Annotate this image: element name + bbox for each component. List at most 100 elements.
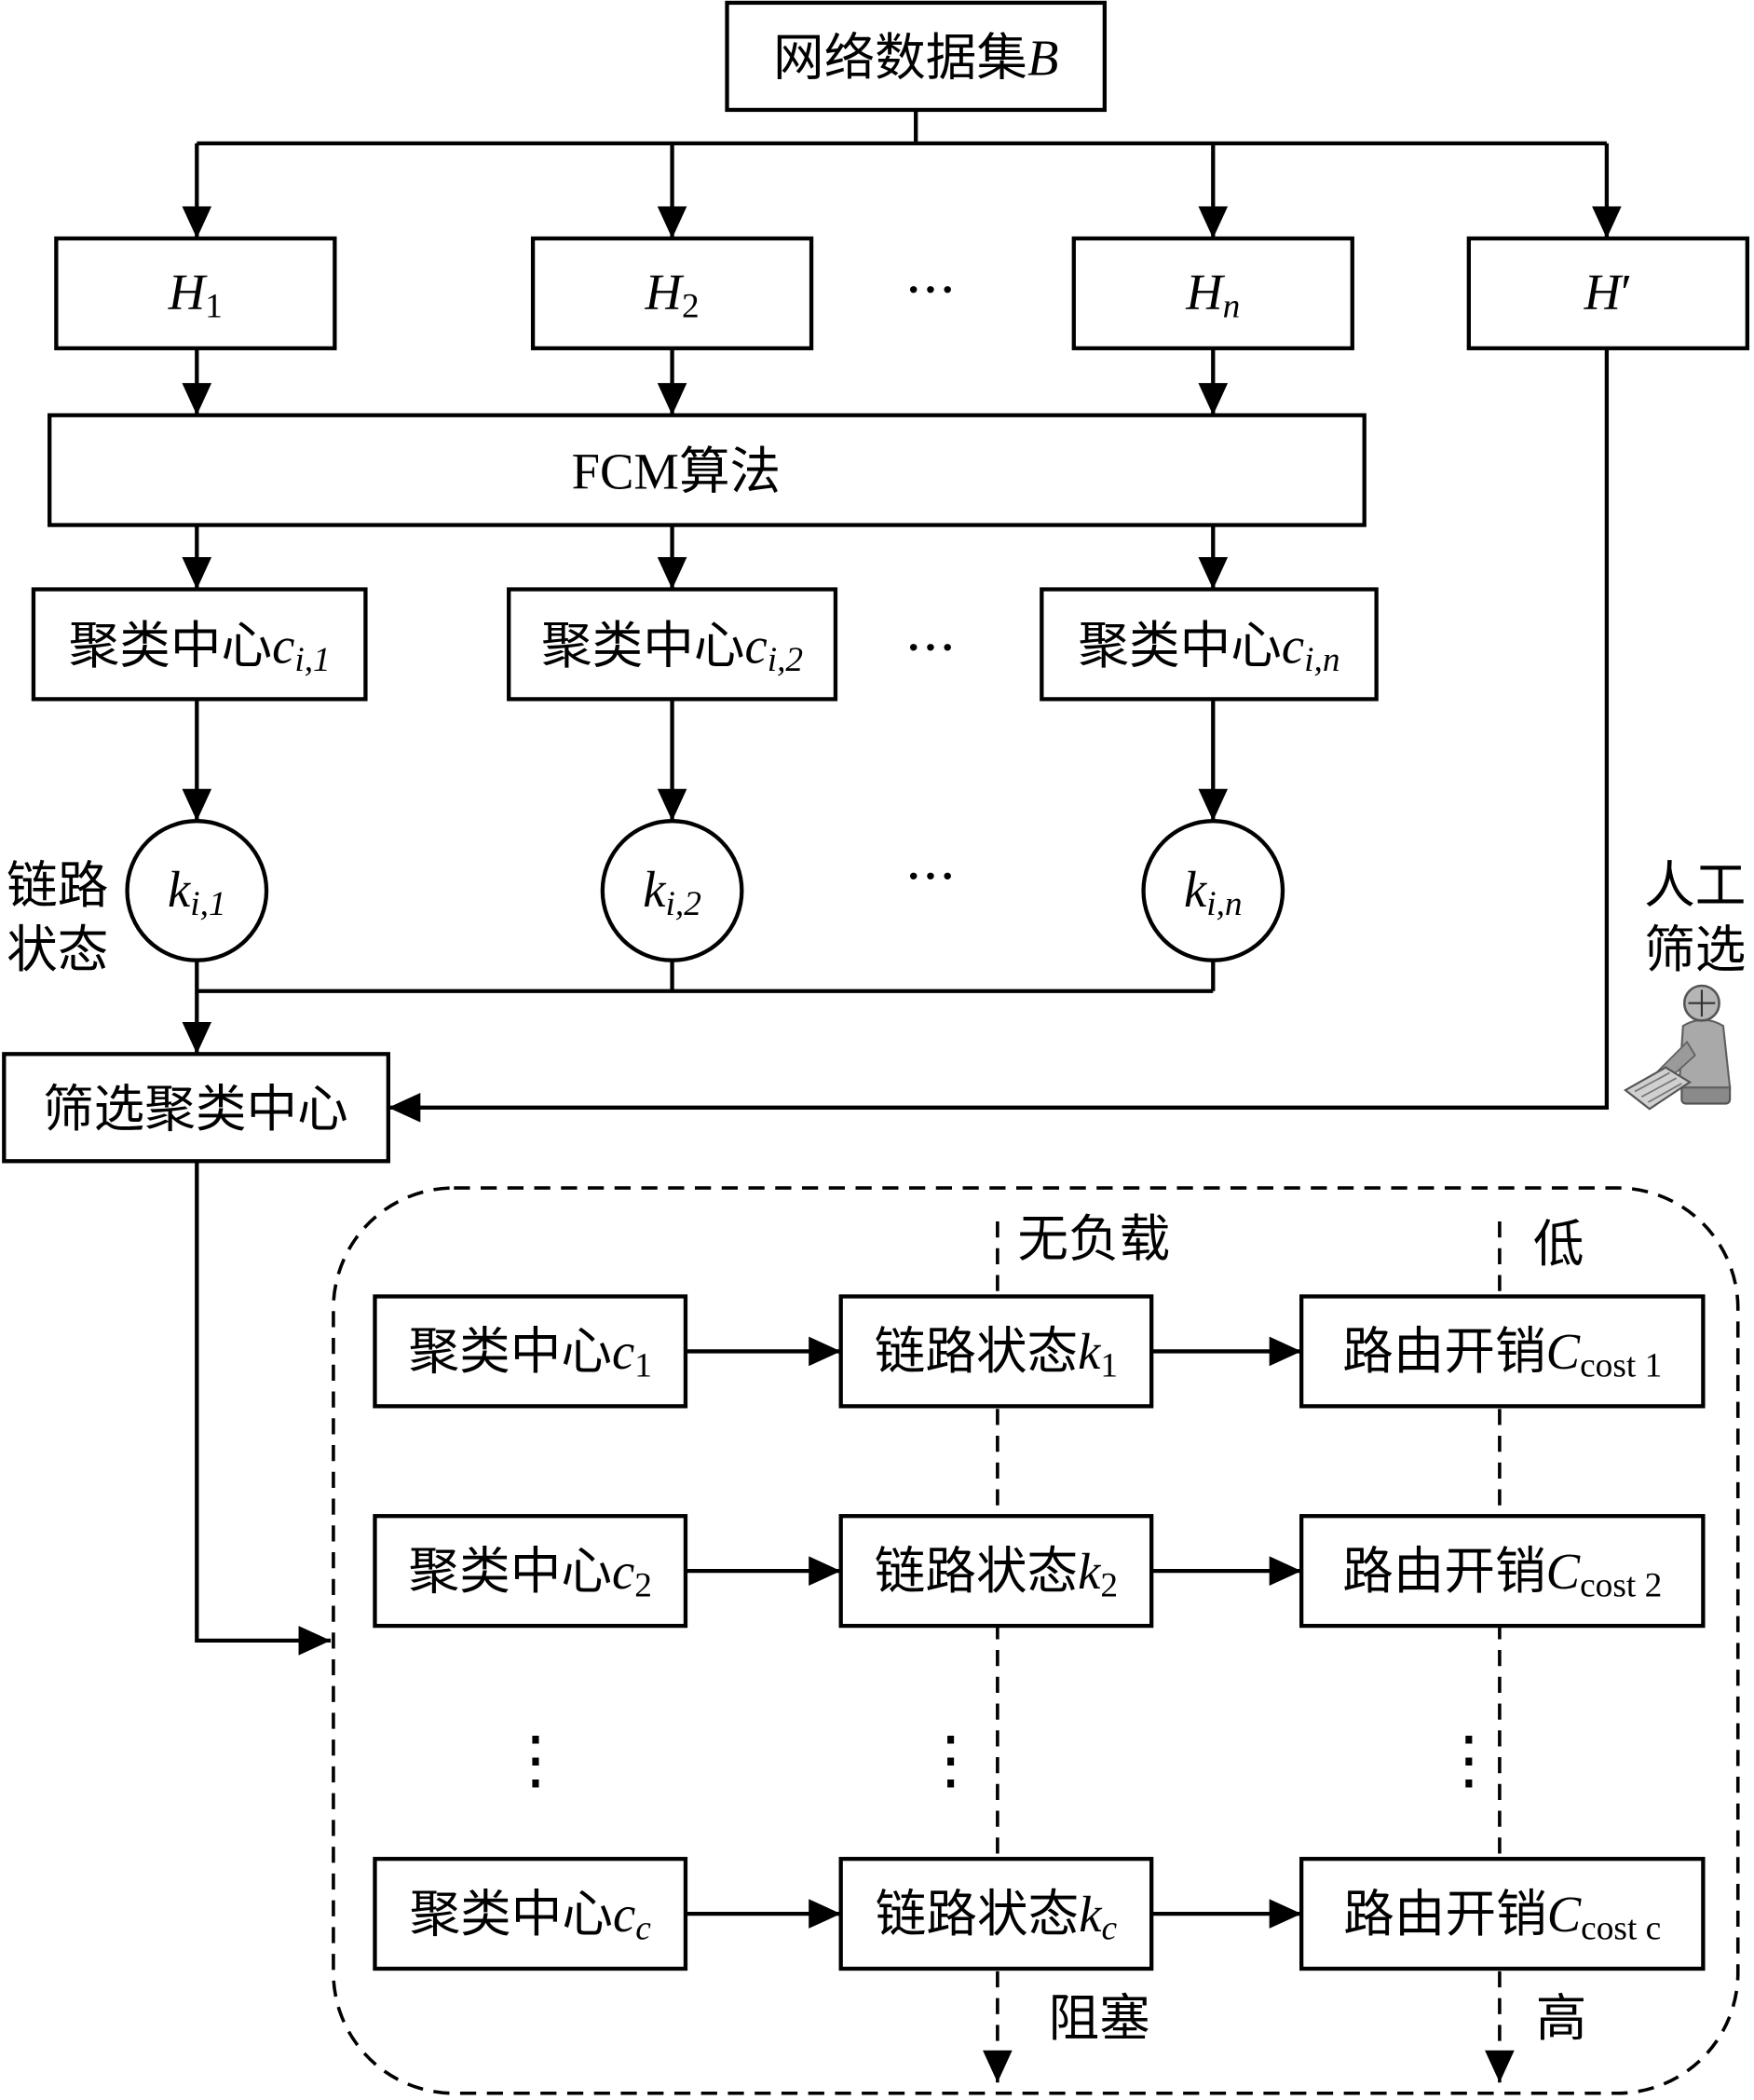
filter-box xyxy=(2,1052,391,1164)
row-c-center-text: 聚类中心 xyxy=(410,1886,613,1943)
row-c-cost-text: 路由开销 xyxy=(1343,1886,1546,1943)
row-1-state-var: k xyxy=(1078,1323,1102,1380)
link-state-circle-1 xyxy=(125,819,269,962)
cluster-center-var-n: c xyxy=(1282,618,1304,675)
cluster-center-box-1 xyxy=(31,587,368,702)
row-2-state-box xyxy=(838,1514,1154,1629)
row-c-center-var: c xyxy=(613,1886,635,1943)
row-2-cost-var: C xyxy=(1546,1543,1581,1600)
person-at-keyboard-icon xyxy=(1624,984,1732,1111)
subset-sub-2: 2 xyxy=(682,288,700,326)
source-var: B xyxy=(1027,30,1058,87)
row-c-center-sub: c xyxy=(635,1909,651,1947)
row-1-cost-sub: cost 1 xyxy=(1580,1347,1662,1385)
link-state-circle-label-1: ki,1 xyxy=(168,861,226,923)
subset-box-prime xyxy=(1466,236,1749,350)
load-scale-bottom-label: 阻塞 xyxy=(1048,1990,1149,2047)
manual-filter-label-line-2: 筛选 xyxy=(1644,921,1746,978)
row-c-cost-sub: cost c xyxy=(1581,1909,1661,1947)
link-state-sub-2: i,2 xyxy=(665,885,700,923)
ellipsis-subsets: ··· xyxy=(905,259,957,321)
cluster-center-sub-2: i,2 xyxy=(768,641,803,679)
subset-var-2: H xyxy=(645,264,685,320)
row-1-center-box xyxy=(373,1294,688,1409)
row-1-center-var: c xyxy=(612,1323,634,1380)
row-1-cost-var: C xyxy=(1546,1323,1581,1380)
vertical-ellipsis-states: ⋮ xyxy=(918,1723,983,1797)
cluster-center-box-2 xyxy=(507,587,838,702)
vertical-ellipsis-costs: ⋮ xyxy=(1436,1723,1501,1797)
cluster-center-label-n: 聚类中心ci,n xyxy=(1078,618,1339,680)
manual-filter-label: 人工筛选 xyxy=(1644,857,1746,978)
person-head-crosshair xyxy=(1688,989,1716,1017)
row-c-cost-label: 路由开销Ccost c xyxy=(1343,1886,1661,1948)
cluster-center-label-2: 聚类中心ci,2 xyxy=(541,618,803,680)
link-state-label-line-2: 状态 xyxy=(7,921,108,978)
row-2-state-var: k xyxy=(1078,1543,1102,1600)
load-scale-top-label: 无负载 xyxy=(1017,1210,1170,1267)
cluster-center-var-2: c xyxy=(744,618,767,675)
fcm-box xyxy=(48,413,1366,527)
row-c-state-sub: c xyxy=(1101,1909,1117,1947)
row-c-center-label: 聚类中心cc xyxy=(410,1886,652,1948)
link-state-var-1: k xyxy=(168,861,192,918)
subset-prime-var: H xyxy=(1584,264,1624,320)
subset-var-n: H xyxy=(1185,264,1225,320)
row-1-state-box xyxy=(838,1294,1154,1409)
row-2-cost-sub: cost 2 xyxy=(1580,1566,1662,1604)
link-state-var-2: k xyxy=(643,861,667,918)
result-row-c: 聚类中心cc 链路状态kc 路由开销Ccost c xyxy=(373,1857,1706,1971)
row-2-state-sub: 2 xyxy=(1100,1566,1118,1604)
filter-label: 筛选聚类中心 xyxy=(43,1081,348,1138)
cluster-center-text-1: 聚类中心 xyxy=(69,618,272,675)
result-row-1: 聚类中心c1 链路状态k1 路由开销Ccost 1 xyxy=(373,1294,1706,1409)
row-2-center-box xyxy=(373,1514,688,1629)
cluster-center-box-n xyxy=(1040,587,1379,702)
row-c-state-var: k xyxy=(1079,1886,1103,1943)
link-state-sub-n: i,n xyxy=(1206,885,1242,923)
row-1-center-label: 聚类中心c1 xyxy=(409,1323,652,1385)
cluster-center-var-1: c xyxy=(272,618,294,675)
cluster-center-label-1: 聚类中心ci,1 xyxy=(69,618,331,680)
arrow-filter-to-results xyxy=(195,1161,332,1656)
row-1-cost-text: 路由开销 xyxy=(1342,1323,1545,1380)
row-2-cost-label: 路由开销Ccost 2 xyxy=(1342,1543,1662,1605)
row-2-center-text: 聚类中心 xyxy=(409,1543,612,1600)
subset-box-2 xyxy=(530,236,814,350)
link-state-circle-label-2: ki,2 xyxy=(643,861,701,923)
cost-scale-bottom-label: 高 xyxy=(1536,1990,1587,2047)
manual-filter-line xyxy=(388,348,1610,1123)
row-c-center-box xyxy=(373,1857,688,1971)
source-box xyxy=(725,0,1108,113)
row-1-state-text: 链路状态 xyxy=(875,1323,1078,1380)
row-1-center-sub: 1 xyxy=(634,1347,652,1385)
row-c-cost-var: C xyxy=(1547,1886,1582,1943)
row-2-center-label: 聚类中心c2 xyxy=(409,1543,652,1605)
row-2-state-text: 链路状态 xyxy=(875,1543,1078,1600)
row-2-center-sub: 2 xyxy=(634,1566,652,1604)
ellipsis-link-states: ··· xyxy=(905,845,957,907)
cluster-center-sub-1: i,1 xyxy=(294,641,330,679)
source-label: 网络数据集B xyxy=(773,30,1058,87)
row-c-state-label: 链路状态kc xyxy=(876,1886,1118,1948)
row-1-state-label: 链路状态k1 xyxy=(875,1323,1118,1385)
manual-filter-label-line-1: 人工 xyxy=(1644,857,1746,914)
vertical-ellipsis-centers: ⋮ xyxy=(503,1723,567,1797)
subset-sub-n: n xyxy=(1223,288,1241,326)
link-state-label-line-1: 链路 xyxy=(7,857,108,914)
subset-label-2: H2 xyxy=(645,264,700,326)
cluster-center-text-n: 聚类中心 xyxy=(1078,618,1281,675)
link-state-circle-n xyxy=(1141,819,1285,962)
ellipsis-cluster-centers: ··· xyxy=(905,616,957,678)
subset-sub-1: 1 xyxy=(205,288,223,326)
row-c-state-text: 链路状态 xyxy=(876,1886,1079,1943)
cluster-center-text-2: 聚类中心 xyxy=(541,618,744,675)
row-c-cost-box xyxy=(1299,1857,1706,1971)
results-panel xyxy=(332,1186,1740,2095)
row-2-center-var: c xyxy=(612,1543,634,1600)
row-1-state-sub: 1 xyxy=(1100,1347,1118,1385)
fcm-label: FCM算法 xyxy=(572,443,782,500)
link-state-var-n: k xyxy=(1184,861,1208,918)
link-state-label: 链路状态 xyxy=(7,857,108,978)
cost-scale-top-label: 低 xyxy=(1533,1216,1584,1273)
